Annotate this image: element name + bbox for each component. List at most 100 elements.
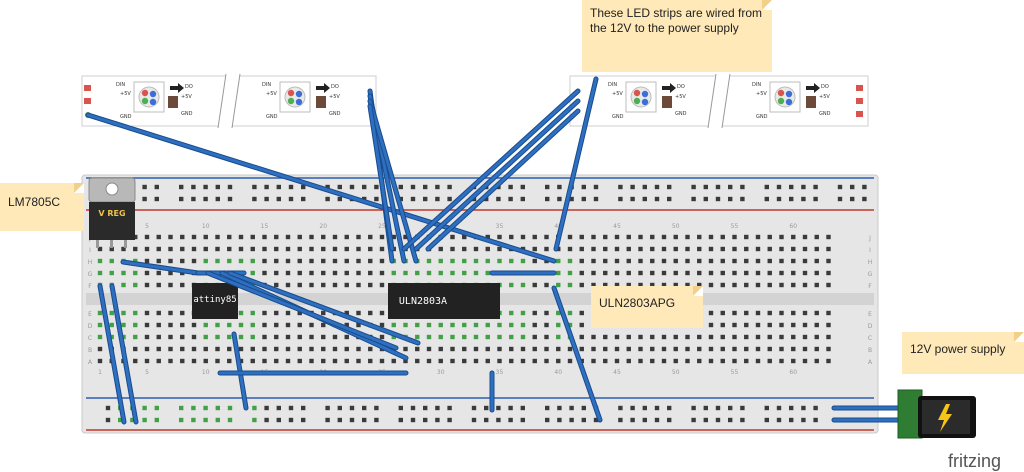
breadboard-hole[interactable] [567,246,573,252]
breadboard-hole[interactable] [97,322,103,328]
breadboard-hole[interactable] [862,196,867,202]
breadboard-hole[interactable] [473,246,479,252]
breadboard-hole[interactable] [450,258,455,264]
breadboard-hole[interactable] [581,405,586,411]
breadboard-hole[interactable] [191,322,197,328]
breadboard-hole[interactable] [227,405,233,411]
breadboard-hole[interactable] [791,358,796,364]
breadboard-hole[interactable] [285,346,291,352]
breadboard-hole[interactable] [423,196,428,202]
breadboard-hole[interactable] [850,184,855,190]
breadboard-hole[interactable] [238,246,244,252]
breadboard-hole[interactable] [471,405,477,411]
breadboard-hole[interactable] [285,310,291,316]
breadboard-hole[interactable] [321,310,326,316]
breadboard-hole[interactable] [691,405,696,411]
breadboard-hole[interactable] [485,346,490,352]
breadboard-hole[interactable] [130,417,135,423]
breadboard-hole[interactable] [685,234,690,240]
breadboard-hole[interactable] [168,282,173,288]
breadboard-hole[interactable] [285,334,291,340]
breadboard-hole[interactable] [288,417,294,423]
breadboard-hole[interactable] [356,358,361,364]
breadboard-hole[interactable] [708,322,714,328]
breadboard-hole[interactable] [379,322,385,328]
breadboard-hole[interactable] [309,346,314,352]
breadboard-hole[interactable] [813,405,818,411]
breadboard-hole[interactable] [450,246,455,252]
breadboard-hole[interactable] [321,270,326,276]
breadboard-hole[interactable] [168,234,173,240]
breadboard-hole[interactable] [626,246,631,252]
breadboard-hole[interactable] [579,346,584,352]
breadboard-hole[interactable] [203,417,208,423]
breadboard-hole[interactable] [732,246,737,252]
breadboard-hole[interactable] [484,417,489,423]
breadboard-hole[interactable] [450,270,455,276]
breadboard-hole[interactable] [732,334,737,340]
breadboard-hole[interactable] [591,358,596,364]
breadboard-hole[interactable] [618,405,623,411]
breadboard-hole[interactable] [262,346,267,352]
breadboard-hole[interactable] [708,310,714,316]
breadboard-hole[interactable] [274,234,279,240]
breadboard-hole[interactable] [379,246,385,252]
breadboard-hole[interactable] [509,282,514,288]
breadboard-hole[interactable] [426,322,432,328]
breadboard-hole[interactable] [309,282,314,288]
breadboard-hole[interactable] [544,346,549,352]
breadboard-hole[interactable] [685,334,690,340]
breadboard-hole[interactable] [614,346,620,352]
breadboard-hole[interactable] [591,258,596,264]
breadboard-hole[interactable] [567,258,573,264]
breadboard-hole[interactable] [410,417,416,423]
breadboard-hole[interactable] [650,234,655,240]
breadboard-hole[interactable] [435,196,440,202]
breadboard-hole[interactable] [603,282,608,288]
breadboard-hole[interactable] [744,310,749,316]
breadboard-hole[interactable] [764,184,769,190]
breadboard-hole[interactable] [779,346,784,352]
breadboard-hole[interactable] [274,246,279,252]
breadboard-hole[interactable] [191,246,197,252]
breadboard-hole[interactable] [826,282,831,288]
breadboard-hole[interactable] [802,270,808,276]
breadboard-hole[interactable] [556,358,561,364]
breadboard-hole[interactable] [826,358,831,364]
breadboard-hole[interactable] [556,258,561,264]
breadboard-hole[interactable] [356,282,361,288]
breadboard-hole[interactable] [438,322,443,328]
breadboard-hole[interactable] [215,246,220,252]
breadboard-hole[interactable] [133,270,138,276]
breadboard-hole[interactable] [654,196,660,202]
breadboard-hole[interactable] [156,310,161,316]
breadboard-hole[interactable] [497,246,502,252]
breadboard-hole[interactable] [473,322,479,328]
breadboard-hole[interactable] [673,346,678,352]
breadboard-hole[interactable] [344,310,349,316]
breadboard-hole[interactable] [121,310,126,316]
breadboard-hole[interactable] [274,358,279,364]
breadboard-hole[interactable] [673,270,678,276]
breadboard-hole[interactable] [450,234,455,240]
breadboard-hole[interactable] [654,184,660,190]
breadboard-hole[interactable] [410,405,416,411]
breadboard-hole[interactable] [614,282,620,288]
breadboard-hole[interactable] [814,346,819,352]
breadboard-hole[interactable] [638,258,643,264]
breadboard-hole[interactable] [614,334,620,340]
breadboard-hole[interactable] [661,246,667,252]
breadboard-hole[interactable] [203,184,208,190]
breadboard-hole[interactable] [544,334,549,340]
wire[interactable] [368,99,418,263]
wire[interactable] [228,271,420,345]
attiny85-chip[interactable]: attiny85 [192,283,238,319]
breadboard-hole[interactable] [685,358,690,364]
breadboard-hole[interactable] [321,258,326,264]
breadboard-hole[interactable] [791,310,796,316]
breadboard-hole[interactable] [603,358,608,364]
breadboard-hole[interactable] [332,234,338,240]
breadboard-hole[interactable] [509,346,514,352]
breadboard-hole[interactable] [415,346,420,352]
breadboard-hole[interactable] [438,246,443,252]
